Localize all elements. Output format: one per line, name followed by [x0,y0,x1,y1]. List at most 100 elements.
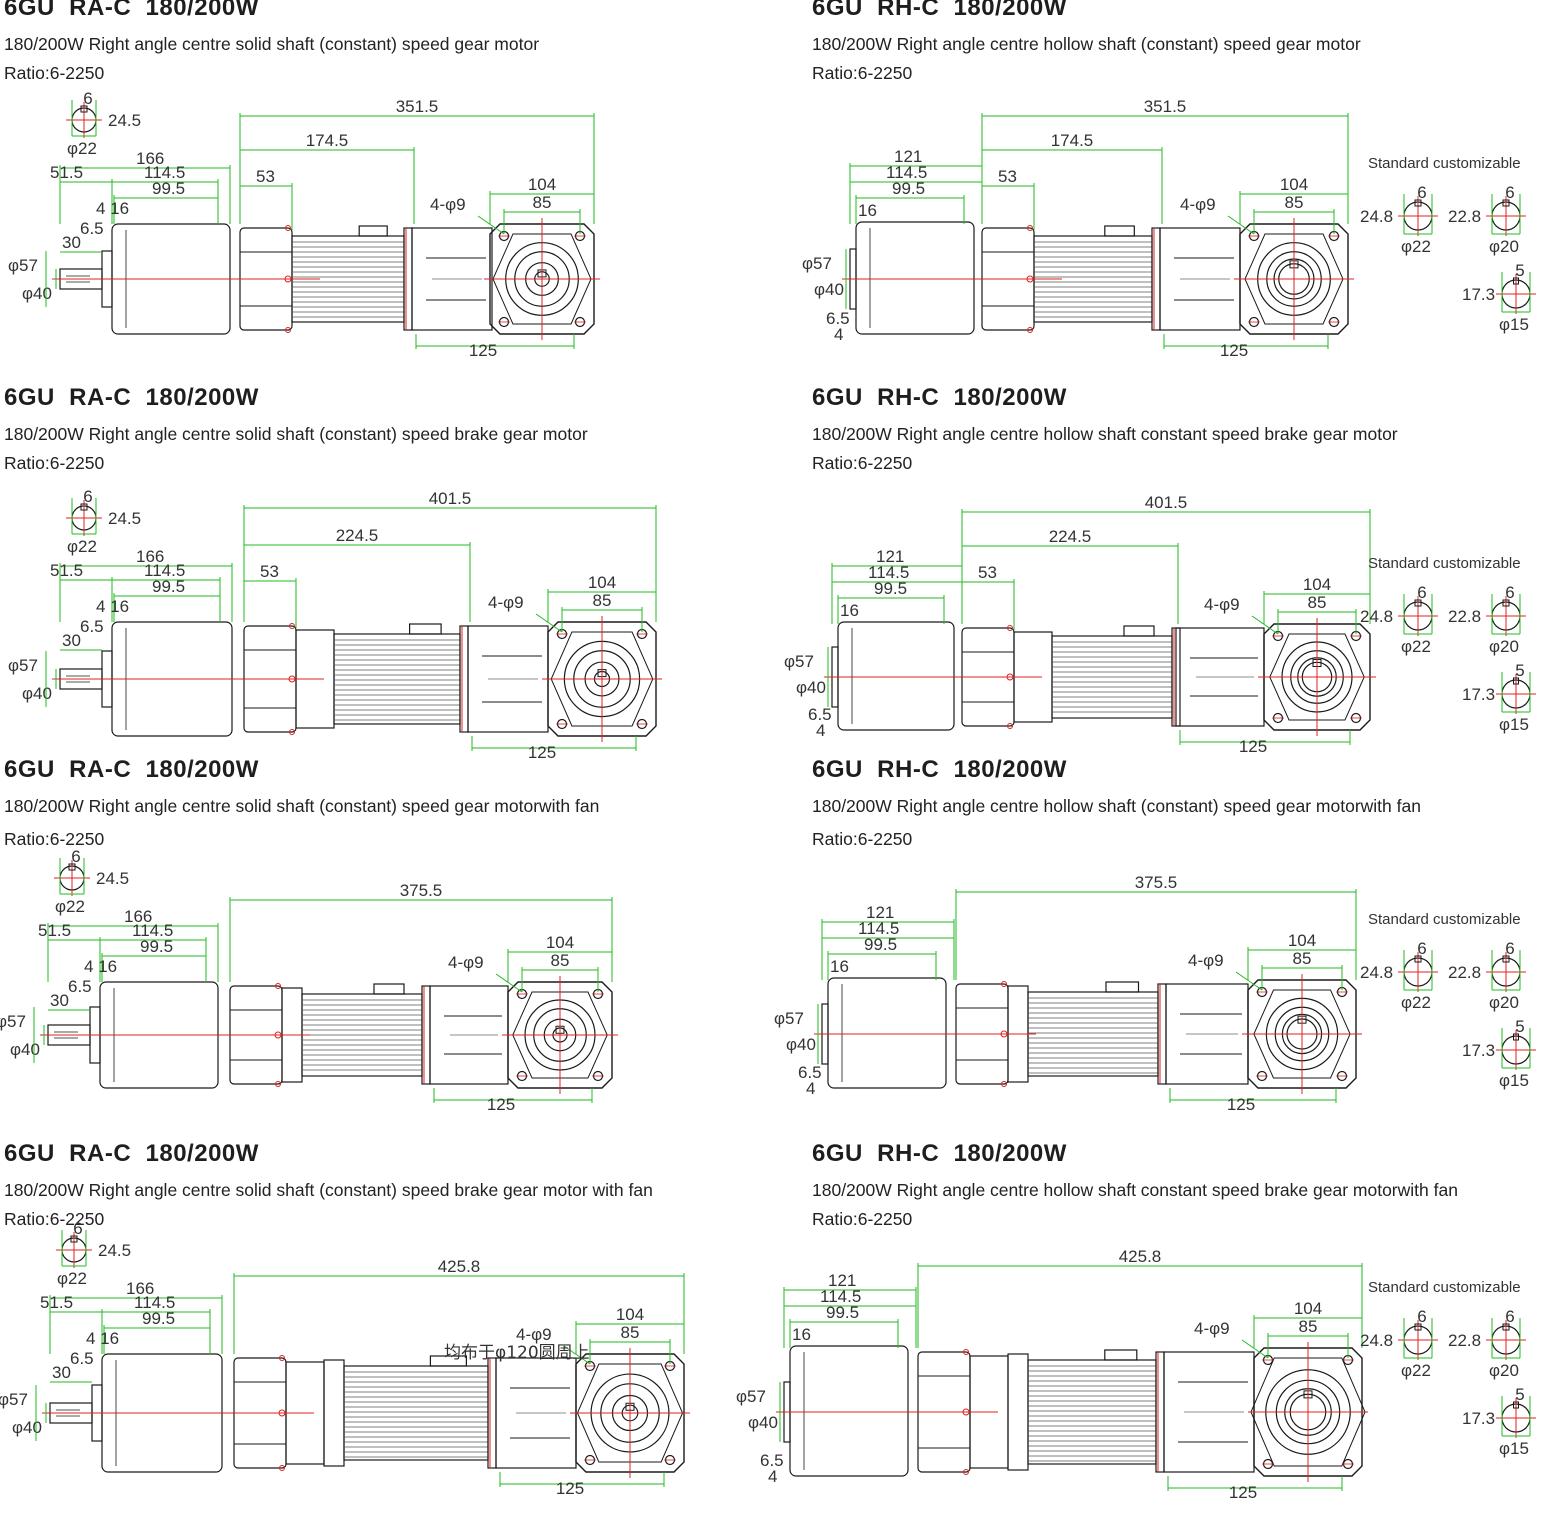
leader-line [1227,215,1255,235]
bore-options-heading: Standard customizable [1368,555,1521,572]
terminal-box [1104,225,1135,237]
gearbox-end-view [547,621,657,737]
phi57-label: φ57 [0,1390,28,1409]
key-height-label: 22.8 [1448,963,1481,982]
keyway [1502,955,1510,963]
gearbox-end-view [1247,979,1357,1089]
keyway [1502,599,1510,607]
length-121-label: 121 [866,903,894,922]
panel-5: 6GU RA-C 180/200W 180/200W Right angle c… [0,756,760,1134]
offset-6-5-label: 6.5 [80,617,104,636]
model-title: 6GU RA-C 180/200W [4,756,259,783]
centre-mark [274,1031,282,1039]
keyway [1513,277,1519,285]
terminal-box [1104,1349,1138,1361]
gearbox-125-label: 125 [528,743,556,762]
keyway [70,1235,78,1243]
gearbox-end-view [575,1353,685,1473]
hollow-shaft-drawing: 425.8104854-φ9125121114.599.516φ57φ406.5… [736,1247,1536,1502]
gearbox-125-label: 125 [1227,1095,1255,1114]
length-121-label: 121 [894,147,922,166]
offset-6-5-label: 6.5 [798,1063,822,1082]
gearbox-125-label: 125 [1229,1483,1257,1502]
offset-6-5-label: 6.5 [80,219,104,238]
bolt-mark [285,327,291,333]
length-99-label: 99.5 [826,1303,859,1322]
shaft-diameter-label: φ22 [57,1269,87,1288]
total-length-label: 351.5 [1144,97,1187,116]
ratio: Ratio:6-2250 [4,829,105,849]
flange [1155,1351,1165,1473]
key-width-label: 5 [1515,1385,1524,1404]
offset-16-label: 16 [792,1325,811,1344]
gearbox-85-label: 85 [551,951,570,970]
bolt-mark [289,623,295,629]
flange [1151,227,1161,331]
length-114-label: 114.5 [820,1287,861,1306]
gearbox-104-label: 104 [546,933,574,952]
shaft-diameter-label: φ22 [67,139,97,158]
gearbox-125-label: 125 [1239,737,1267,756]
keyway [1513,1401,1519,1409]
key-width-label: 6 [1417,939,1426,958]
length-99-label: 99.5 [152,179,185,198]
offset-6-5-label: 6.5 [68,977,92,996]
keyway [1414,1323,1422,1331]
bore-options-heading: Standard customizable [1368,1279,1521,1296]
panel-1: 6GU RA-C 180/200W 180/200W Right angle c… [0,0,760,372]
length-166-label: 166 [136,547,164,566]
length-114-label: 114.5 [858,919,899,938]
key-width-label: 6 [83,89,92,108]
key-height-label: 24.5 [96,869,129,888]
cover-length-label: 53 [256,167,275,186]
bolt-mark [279,1465,285,1471]
bolt-mark [963,1469,969,1475]
leader-line [477,215,505,235]
offset-16-label: 16 [830,957,849,976]
shaft-diameter-label: φ22 [67,537,97,556]
panel-8: 6GU RH-C 180/200W 180/200W Right angle c… [736,1140,1556,1518]
shaft-diameter-label: φ15 [1499,715,1529,734]
output-housing [789,1345,909,1477]
length-114-label: 114.5 [134,1293,175,1312]
panel-3: 6GU RA-C 180/200W 180/200W Right angle c… [0,384,760,762]
keyway [1414,599,1422,607]
description: 180/200W Right angle centre solid shaft … [4,34,540,54]
terminal-box [358,225,388,237]
gearbox-104-label: 104 [1280,175,1308,194]
phi57-label: φ57 [8,656,38,675]
description: 180/200W Right angle centre solid shaft … [4,796,600,816]
offset-4-16-label: 4 16 [84,957,117,976]
keyway [80,503,88,511]
phi40-label: φ40 [10,1040,40,1059]
length-51-label: 51.5 [40,1293,73,1312]
flange [421,985,431,1085]
phi57-label: φ57 [736,1387,766,1406]
length-99-label: 99.5 [152,577,185,596]
ratio: Ratio:6-2250 [812,63,913,83]
bolt-mark [275,1081,281,1087]
length-99-label: 99.5 [140,937,173,956]
model-title: 6GU RH-C 180/200W [812,1140,1067,1167]
leader-line [535,613,563,633]
gearbox-104-label: 104 [588,573,616,592]
key-width-label: 6 [71,847,80,866]
ratio: Ratio:6-2250 [812,829,913,849]
bolt-mark [963,1349,969,1355]
leader-line [495,973,523,993]
keyway [80,105,88,113]
leader-line [1251,615,1279,635]
keyway [1513,1033,1519,1041]
centre-mark [1006,673,1014,681]
ratio: Ratio:6-2250 [4,63,105,83]
keyway [1502,1323,1510,1331]
total-length-label: 425.8 [1119,1247,1162,1266]
centre-mark [288,675,296,683]
bolt-mark [275,983,281,989]
cover-length-label: 53 [978,563,997,582]
key-height-label: 24.5 [108,509,141,528]
key-width-label: 6 [1505,1307,1514,1326]
total-length-label: 375.5 [1135,873,1178,892]
shaft-diameter-label: φ22 [55,897,85,916]
bolt-mark [1001,1081,1007,1087]
